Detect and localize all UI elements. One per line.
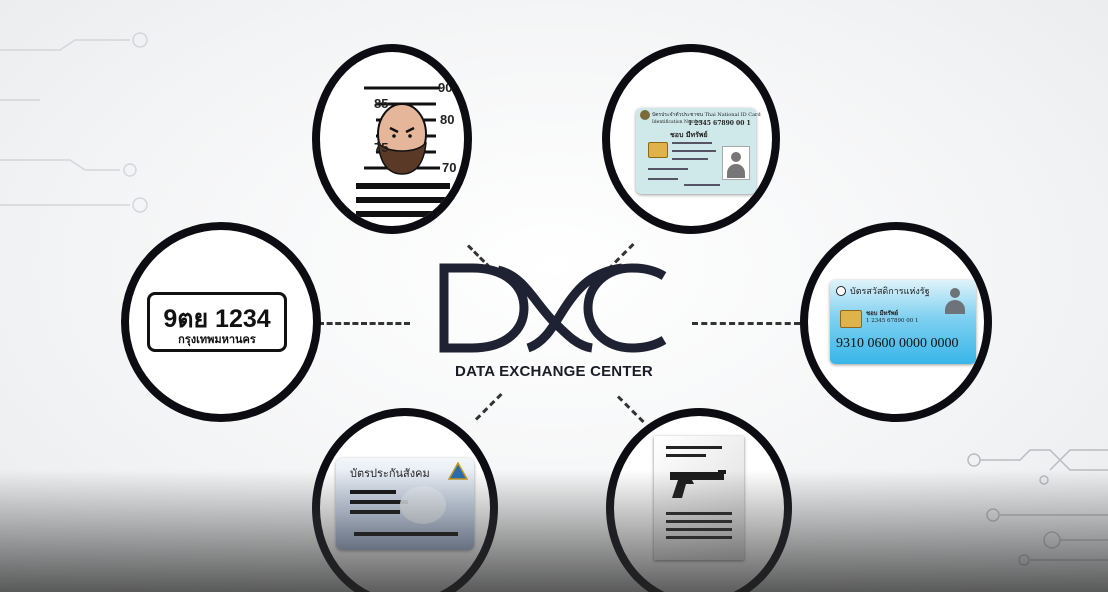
welfare-title: บัตรสวัสดิการแห่งรัฐ — [850, 287, 930, 297]
license-plate-circle: 9ตย 1234 กรุงเทพมหานคร — [121, 222, 321, 422]
scale-70: 70 — [442, 160, 457, 175]
scale-90: 90 — [438, 80, 453, 95]
mugshot-circle: 90 85 80 75 70 — [312, 44, 472, 234]
circuit-decoration-left — [0, 32, 148, 213]
gun-document-circle — [606, 408, 792, 592]
connector-left — [318, 322, 410, 325]
seal-icon — [640, 110, 650, 120]
logo-tagline: DATA EXCHANGE CENTER — [455, 363, 653, 380]
chip-icon — [648, 142, 668, 158]
connector-bottom-right — [616, 395, 645, 424]
connector-right — [692, 322, 800, 325]
mugshot-icon — [356, 86, 450, 217]
id-card-name: ชอบ มีทรัพย์ — [670, 130, 708, 139]
welfare-name: ชอบ มีทรัพย์ — [866, 310, 899, 317]
scale-85: 85 — [374, 96, 389, 111]
social-security-title: บัตรประกันสังคม — [350, 467, 430, 480]
plate-number: 9ตย 1234 — [163, 305, 271, 333]
chip-icon — [840, 310, 862, 328]
welfare-card-circle: บัตรสวัสดิการแห่งรัฐ ชอบ มีทรัพย์ 1 2345… — [800, 222, 992, 422]
license-plate-icon: 9ตย 1234 กรุงเทพมหานคร — [147, 292, 287, 352]
social-security-card-icon: บัตรประกันสังคม — [336, 458, 474, 550]
gun-document-icon — [654, 436, 744, 560]
scale-80: 80 — [440, 112, 455, 127]
gun-icon — [670, 470, 726, 498]
scale-75: 75 — [374, 140, 389, 155]
dxc-logo — [439, 263, 667, 353]
circle-logo-icon — [836, 286, 846, 296]
triangle-logo-icon — [448, 462, 468, 480]
welfare-id: 1 2345 67890 00 1 — [866, 318, 919, 324]
id-card-circle: บัตรประจำตัวประชาชน Thai National ID Car… — [602, 44, 780, 234]
plate-province: กรุงเทพมหานคร — [178, 333, 256, 346]
id-card-icon: บัตรประจำตัวประชาชน Thai National ID Car… — [636, 108, 761, 194]
photo-placeholder-icon — [722, 146, 750, 180]
bottom-shadow — [0, 470, 1108, 592]
id-card-number: 1 2345 67890 00 1 — [688, 120, 751, 127]
connector-bottom-left — [474, 392, 503, 421]
welfare-card-icon: บัตรสวัสดิการแห่งรัฐ ชอบ มีทรัพย์ 1 2345… — [830, 280, 976, 364]
social-security-circle: บัตรประกันสังคม — [312, 408, 498, 592]
welfare-card-number: 9310 0600 0000 0000 — [836, 336, 959, 351]
id-card-label: Identification Number — [652, 120, 703, 125]
circuit-decoration-right — [967, 449, 1108, 566]
id-card-header: บัตรประจำตัวประชาชน Thai National ID Car… — [652, 112, 761, 118]
person-icon — [942, 286, 968, 314]
